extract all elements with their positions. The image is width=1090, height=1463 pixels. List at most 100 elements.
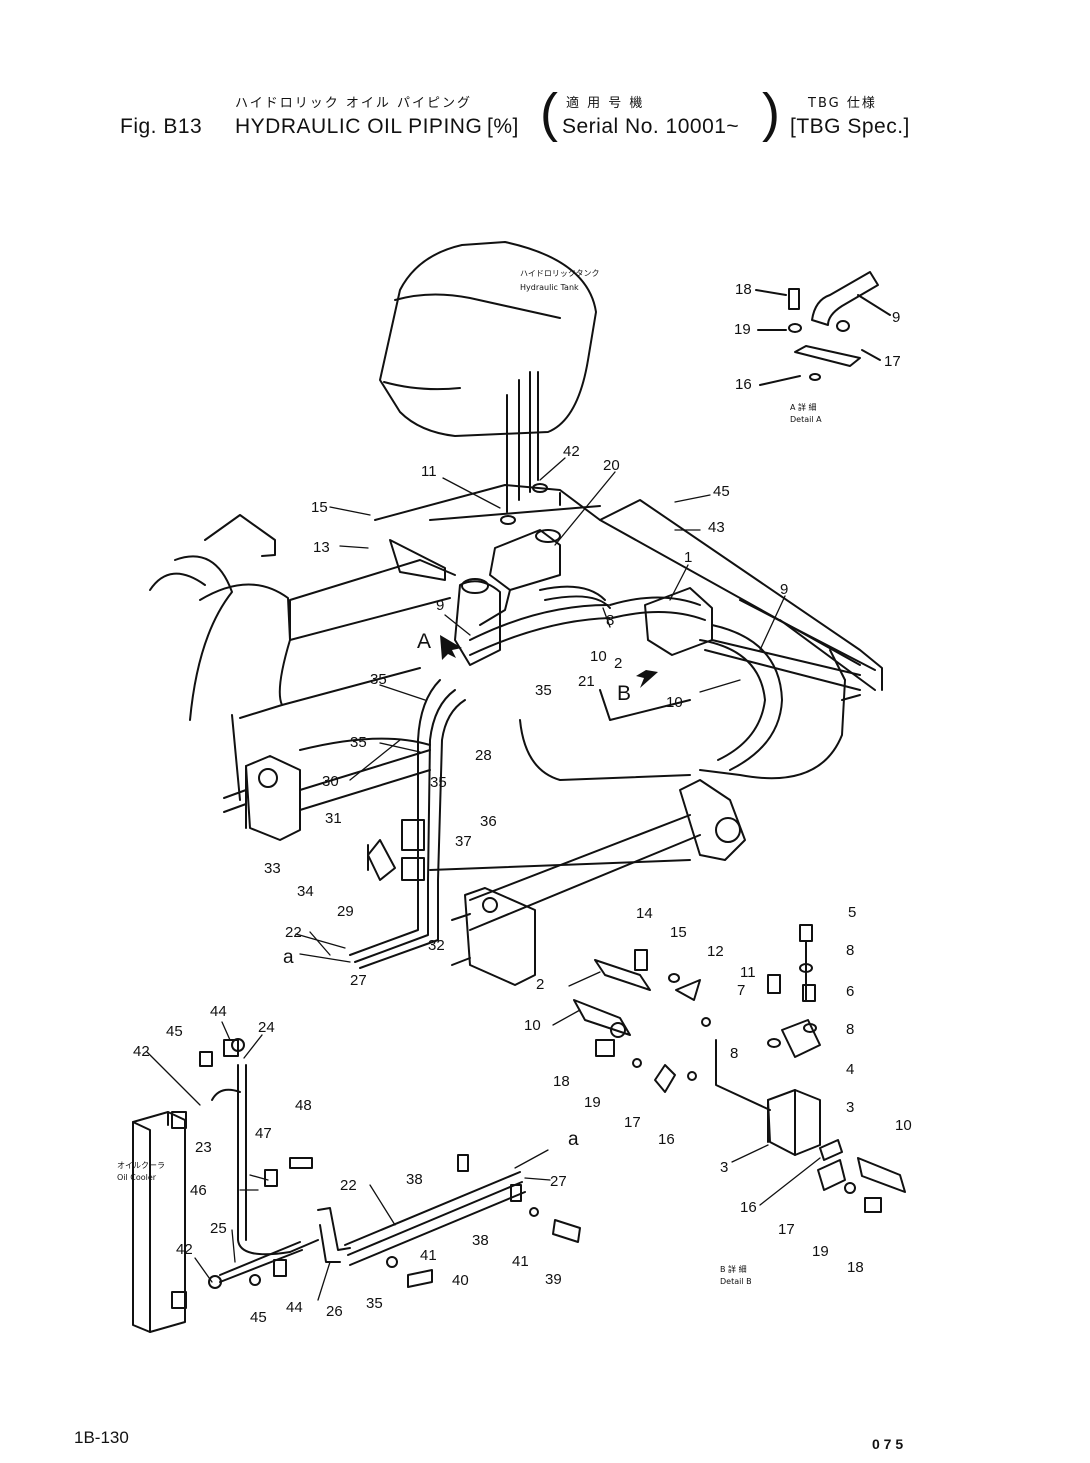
callout: 8 [730,1045,738,1062]
callout: 39 [545,1271,562,1288]
callout: 19 [584,1094,601,1111]
callout: 5 [848,904,856,921]
view-b-arrow [636,670,658,688]
callout: 47 [255,1125,272,1142]
callout: 2 [536,976,544,993]
leader-lines [146,457,821,1301]
callout: 7 [737,982,745,999]
callout: 13 [313,539,330,556]
japanese-spec-label: TBG 仕様 [808,96,877,111]
callout: 40 [452,1272,469,1289]
left-parenthesis: ( [540,83,558,143]
callout: 41 [512,1253,529,1270]
callout: 45 [250,1309,267,1326]
detail-a-parts [755,271,891,386]
detail-b-jp-label: B 詳 細 [720,1264,747,1274]
callout: 17 [778,1221,795,1238]
callout: 42 [176,1241,193,1258]
main-piping [349,529,861,969]
callout: 10 [666,694,683,711]
callout: 19 [734,321,751,338]
callout: 19 [812,1243,829,1260]
callout: 30 [322,773,339,790]
callout: 35 [366,1295,383,1312]
callout: 45 [713,483,730,500]
callout: 4 [846,1061,854,1078]
callout: 20 [603,457,620,474]
callout: 29 [337,903,354,920]
callout: 1 [684,549,692,566]
callout: 22 [340,1177,357,1194]
figure-number: Fig. B13 [120,115,203,138]
view-a-label: A [417,630,431,653]
japanese-title: ハイドロリック オイル パイピング [235,96,473,111]
oil-cooler-jp-label: オイルクーラ [117,1161,165,1170]
figure-title: HYDRAULIC OIL PIPING [235,115,483,138]
callout: 15 [670,924,687,941]
detail-a-label: Detail A [790,415,822,424]
callout: 17 [884,353,901,370]
callout: 24 [258,1019,275,1036]
callout: 34 [297,883,314,900]
callout: 22 [285,924,302,941]
callout: 42 [563,443,580,460]
callout: 35 [350,734,367,751]
callout: 38 [406,1171,423,1188]
callout: 46 [190,1182,207,1199]
callout: 27 [550,1173,567,1190]
callout: 11 [421,463,437,480]
callout: 21 [578,673,595,690]
callout: 16 [740,1199,757,1216]
callout: 10 [524,1017,541,1034]
ref-a-upper: a [283,947,294,968]
callout: 32 [428,937,445,954]
callout: 8 [606,612,614,629]
callout: 48 [295,1097,312,1114]
figure-part: [%] [487,115,519,138]
detail-b-label: Detail B [720,1277,752,1286]
callout: 36 [480,813,497,830]
callout: 31 [325,810,342,827]
callout: 28 [475,747,492,764]
view-b-label: B [617,682,631,705]
callout: 18 [553,1073,570,1090]
callout: 9 [892,309,900,326]
callout: 41 [420,1247,437,1264]
oil-cooler-label: Oil Cooler [117,1173,157,1182]
callout: 37 [455,833,472,850]
hydraulic-tank-jp-label: ハイドロリックタンク [520,269,600,278]
detail-a-jp-label: A 詳 細 [790,402,817,412]
callout: 8 [846,1021,854,1038]
callout: 38 [472,1232,489,1249]
callout: 2 [614,655,622,672]
callout: 10 [590,648,607,665]
hydraulic-tank [379,241,597,525]
page-reference: 1B-130 [74,1428,129,1447]
callout: 9 [780,581,788,598]
machine-frame [149,484,883,801]
view-arrows [440,635,658,688]
callout: 18 [735,281,752,298]
oil-cooler-piping [132,1038,581,1333]
callout: 3 [720,1159,728,1176]
callout: 33 [264,860,281,877]
callout: 8 [846,942,854,959]
callout: 35 [535,682,552,699]
callout: 9 [436,597,444,614]
callout: 43 [708,519,725,536]
view-a-arrow [440,635,462,660]
callout: 12 [707,943,724,960]
callout: 14 [636,905,653,922]
callout: 11 [740,964,756,981]
callout: 35 [430,774,447,791]
callout: 16 [735,376,752,393]
callout: 6 [846,983,854,1000]
spec-label: [TBG Spec.] [790,115,910,138]
callout: 17 [624,1114,641,1131]
callout: 3 [846,1099,854,1116]
callout: 45 [166,1023,183,1040]
callout: 44 [210,1003,227,1020]
callout: 15 [311,499,328,516]
text-labels: ハイドロリックタンク Hydraulic Tank オイルクーラ Oil Coo… [117,269,822,1286]
